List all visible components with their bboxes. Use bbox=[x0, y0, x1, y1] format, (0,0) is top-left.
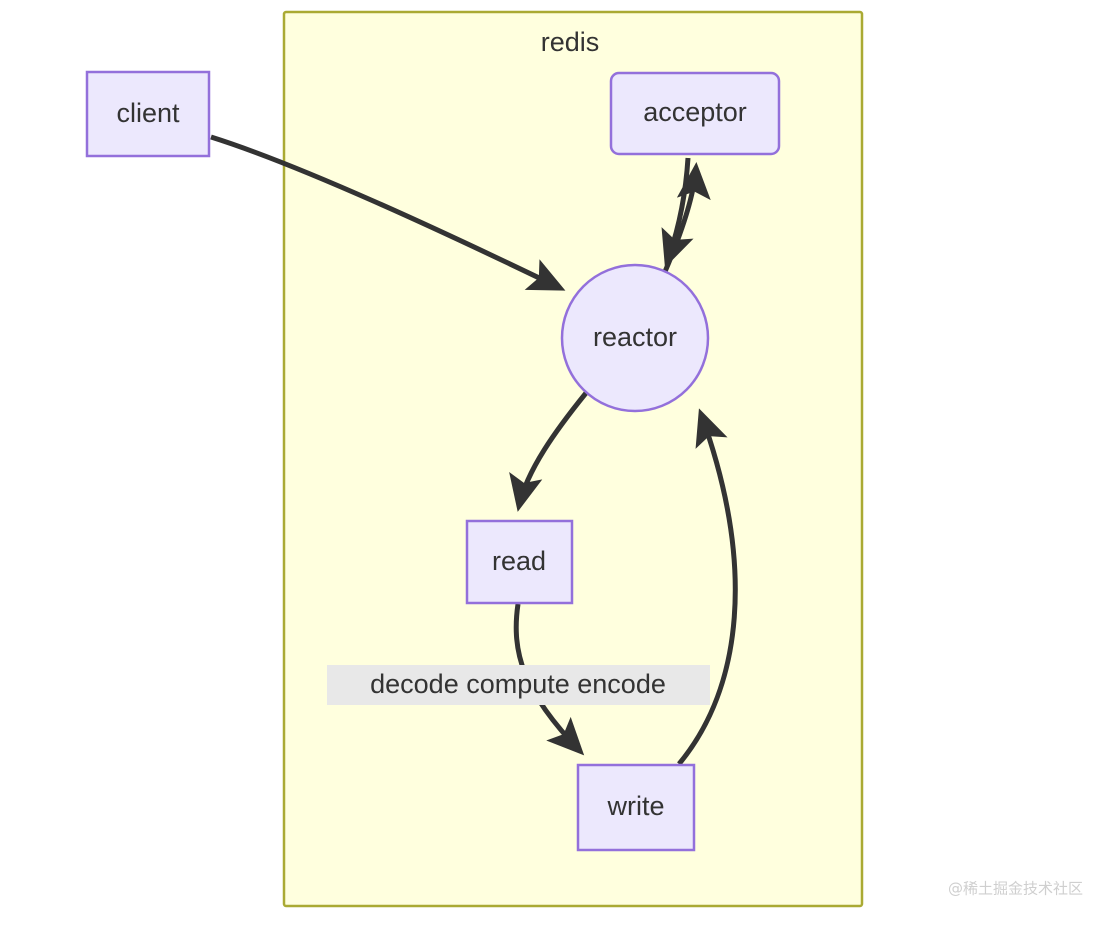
node-read-shape[interactable] bbox=[465, 519, 574, 605]
edge-reactor-to-read bbox=[509, 391, 588, 512]
node-reactor-shape[interactable] bbox=[560, 263, 710, 413]
watermark-text: @稀土掘金技术社区 bbox=[948, 880, 1083, 898]
node-client-shape[interactable] bbox=[85, 70, 211, 158]
node-acceptor[interactable]: acceptor bbox=[609, 71, 781, 156]
node-acceptor-shape[interactable] bbox=[609, 71, 781, 156]
edge-write-to-reactor bbox=[677, 408, 738, 766]
edges-layer bbox=[210, 134, 738, 766]
edge-client-to-reactor bbox=[210, 134, 566, 291]
node-read[interactable]: read bbox=[465, 519, 574, 605]
node-client[interactable]: client bbox=[85, 70, 211, 158]
edge-label-background bbox=[327, 665, 710, 705]
edge-acceptor-to-reactor bbox=[661, 157, 694, 268]
node-write-shape[interactable] bbox=[576, 763, 696, 852]
node-reactor[interactable]: reactor bbox=[560, 263, 710, 413]
node-write[interactable]: write bbox=[576, 763, 696, 852]
edge-label-decode-compute-encode: decode compute encode bbox=[327, 665, 710, 705]
